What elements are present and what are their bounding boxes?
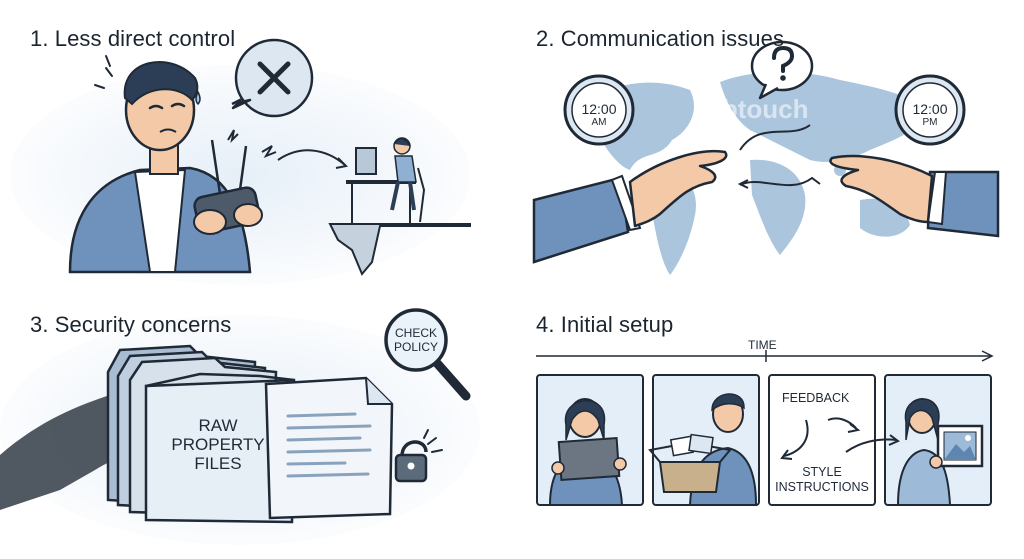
magnifier-line2: POLICY: [393, 340, 438, 354]
watermark: hbtouch: [706, 94, 809, 124]
padlock-icon: [394, 429, 443, 483]
stressed-man: [68, 55, 277, 274]
clock-right-label: 12:00 PM: [902, 102, 958, 129]
clock-right-time: 12:00: [912, 101, 948, 117]
panel2-illustration: [532, 40, 1000, 275]
clock-right: [894, 74, 966, 146]
panel1-illustration: [10, 38, 471, 285]
panel-title-communication-issues: 2. Communication issues: [536, 26, 785, 51]
file-folders: [106, 344, 296, 524]
feedback-arrows: [780, 417, 900, 460]
document-page: [264, 376, 394, 520]
question-icon: [750, 40, 814, 100]
raw-property-files-label: RAW PROPERTY FILES: [158, 416, 278, 473]
timeline: [536, 350, 994, 362]
woman-with-picture: [896, 398, 984, 506]
style-line2: INSTRUCTIONS: [775, 480, 869, 494]
panel-title-less-direct-control: 1. Less direct control: [30, 26, 236, 51]
remote-worker: [328, 137, 471, 276]
panel3-illustration: [0, 308, 480, 545]
left-hand: [532, 150, 728, 264]
clock-left-label: 12:00 AM: [571, 102, 627, 129]
shadow-hand: [0, 395, 140, 510]
right-hand: [829, 154, 1000, 238]
clock-left-period: AM: [591, 117, 607, 128]
check-policy-label: CHECK POLICY: [385, 326, 447, 354]
panel-title-initial-setup: 4. Initial setup: [536, 312, 674, 337]
panel4-illustration: [536, 350, 994, 506]
panel-title-security-concerns: 3. Security concerns: [30, 312, 232, 337]
style-line1: STYLE: [802, 465, 842, 479]
magnifier-line1: CHECK: [394, 326, 437, 340]
magnifier-icon: [384, 308, 471, 401]
man-with-box: [648, 393, 758, 506]
files-label-line2: PROPERTY: [171, 435, 265, 454]
clock-left-time: 12:00: [581, 101, 617, 117]
clock-right-period: PM: [922, 117, 938, 128]
close-icon: [231, 38, 314, 118]
timeline-label: TIME: [748, 338, 777, 352]
feedback-label: FEEDBACK: [782, 391, 850, 405]
style-instructions-label: STYLE INSTRUCTIONS: [771, 465, 873, 495]
files-label-line1: RAW: [198, 416, 238, 435]
files-label-line3: FILES: [194, 454, 242, 473]
woman-with-tablet: [548, 398, 627, 506]
clock-left: [563, 74, 635, 146]
